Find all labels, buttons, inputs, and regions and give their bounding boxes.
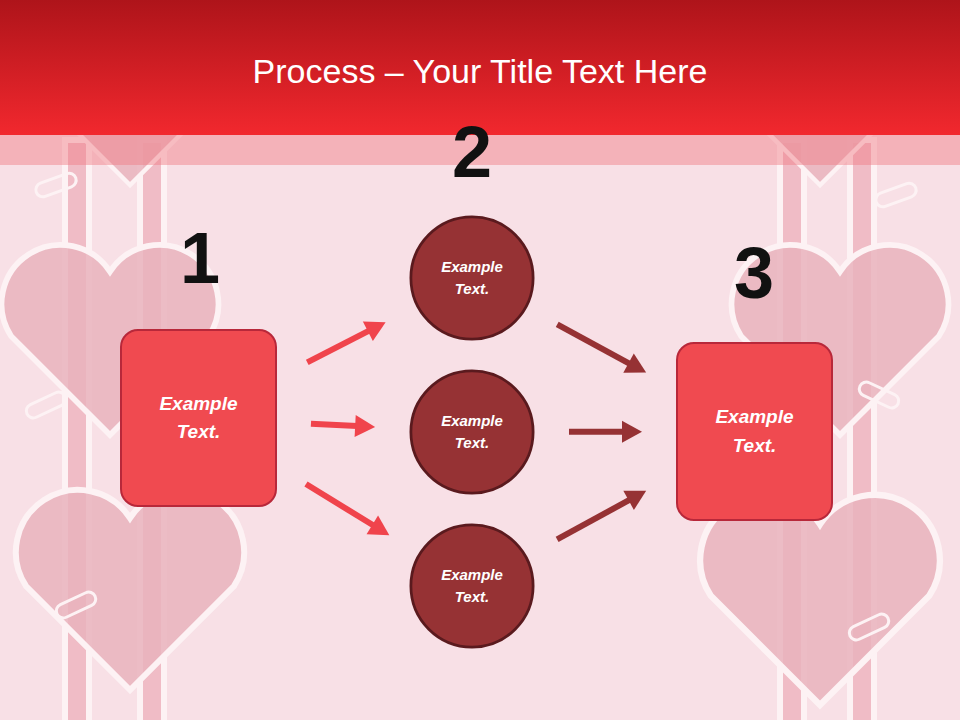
arrow-head [363, 322, 386, 342]
step-number: 2 [452, 116, 492, 188]
process-circle: Example Text. [409, 215, 535, 341]
flow-arrow [557, 491, 646, 540]
flow-arrow [557, 324, 646, 372]
arrow-shaft [569, 429, 624, 435]
arrow-head [623, 491, 646, 510]
flow-arrow [306, 484, 389, 535]
step-number: 1 [180, 222, 220, 294]
arrow-shaft [557, 499, 630, 539]
node-text: Example Text. [434, 256, 510, 301]
arrow-head [367, 515, 390, 535]
node-text: Example Text. [151, 390, 247, 447]
node-text: Example Text. [434, 410, 510, 455]
circle-outline [409, 215, 535, 341]
process-box: Example Text. [676, 342, 833, 521]
node-text: Example Text. [707, 403, 803, 460]
slide-title: Process – Your Title Text Here [0, 52, 960, 91]
flow-arrow [311, 415, 375, 437]
step-number: 3 [734, 237, 774, 309]
arrow-shaft [307, 330, 369, 362]
arrow-shaft [311, 424, 357, 426]
flow-arrow [307, 322, 385, 363]
arrow-head [622, 421, 642, 443]
arrow-head [355, 415, 376, 437]
process-box: Example Text. [120, 329, 277, 507]
process-circle: Example Text. [409, 369, 535, 495]
arrow-shaft [306, 484, 374, 526]
arrow-shaft [557, 324, 630, 364]
node-text: Example Text. [434, 564, 510, 609]
arrow-head [623, 353, 646, 372]
circle-outline [409, 523, 535, 649]
flow-arrow [569, 421, 642, 443]
circle-outline [409, 369, 535, 495]
process-circle: Example Text. [409, 523, 535, 649]
